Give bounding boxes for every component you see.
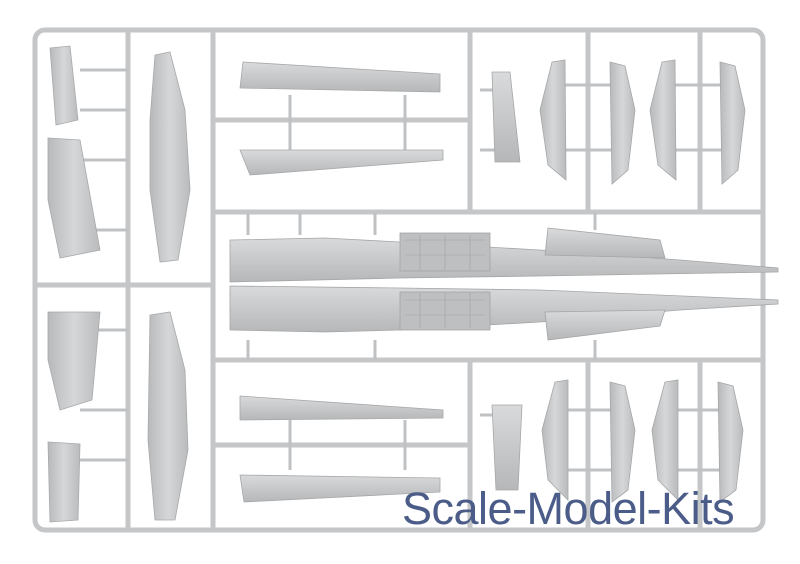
fuselage-parts	[229, 227, 779, 341]
left-parts	[47, 45, 191, 523]
watermark-text: Scale-Model-Kits	[402, 483, 735, 534]
wing-parts	[239, 61, 523, 503]
pylon-parts	[539, 59, 746, 503]
sprue-frame	[32, 27, 766, 533]
